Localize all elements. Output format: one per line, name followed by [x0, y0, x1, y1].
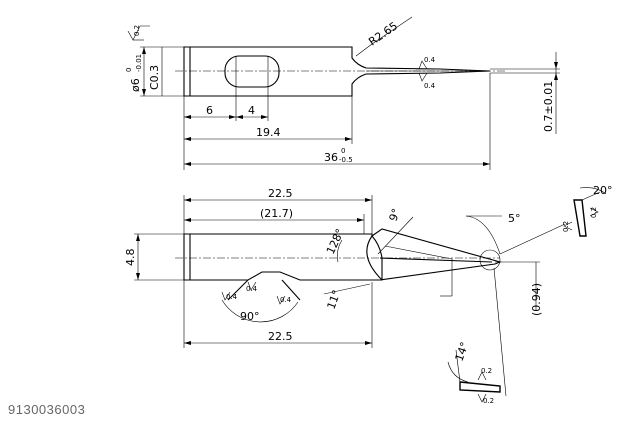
arrow [236, 115, 243, 119]
detail-top-leader [499, 223, 566, 255]
roughness-notch-mid: 0.4 [246, 285, 258, 293]
front-blade-inner [384, 245, 453, 260]
arrow [365, 198, 372, 202]
roughness-symbol [477, 371, 487, 381]
arrow [184, 115, 191, 119]
angle-11: 11° [325, 288, 344, 311]
top-slot [224, 55, 280, 88]
detail-bottom-blade [459, 381, 501, 393]
detail-bottom: 14° 0.2 0.2 [447, 340, 501, 405]
roughness-symbol [247, 281, 257, 291]
detail-top: 20° 0.2 0.2 [562, 184, 613, 237]
arrow [136, 234, 140, 241]
arrow [184, 198, 191, 202]
roughness-left-value: 0.2 [133, 25, 141, 36]
top-view: ø6 0 -0.01 C0.3 0.2 R2.65 0.4 0.4 0.7±0.… [125, 16, 560, 170]
arrow [184, 218, 191, 222]
dim-slot-width: 4 [248, 104, 255, 117]
arrow [142, 89, 146, 96]
roughness-symbol [127, 25, 150, 41]
detail-bottom-arc [447, 361, 469, 383]
arrow [345, 137, 352, 141]
roughness-tip-top: 0.4 [424, 56, 436, 64]
radius-leader-ext [371, 16, 413, 45]
front-view: 0.4 0.4 0.4 90° 4.8 22.5 (21.7) 22.5 [124, 187, 566, 397]
dim-diameter-tol-upper: 0 [125, 68, 133, 72]
dim-radius: R2.65 [366, 19, 400, 48]
roughness-symbol [221, 291, 231, 301]
detail-top-angle-line [581, 191, 601, 201]
roughness-tip-bottom: 0.4 [424, 82, 436, 90]
arrow [261, 115, 268, 119]
notch-left-ext [227, 279, 249, 301]
dim-length-top: 22.5 [268, 187, 293, 200]
arrow [184, 137, 191, 141]
arrow [184, 341, 191, 345]
front-blade-outline [371, 228, 502, 281]
dim-height: 4.8 [124, 249, 137, 267]
roughness-symbol [418, 60, 428, 70]
arrow [554, 62, 558, 69]
angle-notch: 90° [240, 310, 260, 323]
arrow [229, 115, 236, 119]
radius-leader [355, 43, 373, 57]
roughness-notch-right: 0.4 [280, 296, 292, 304]
dim-total-tol-upper: 0 [341, 147, 345, 155]
detail-top-angle: 20° [593, 184, 613, 197]
arrow [136, 273, 140, 280]
dim-tip-thickness: 0.7±0.01 [542, 81, 555, 132]
front-groove-curve [366, 235, 383, 281]
roughness-symbol [276, 295, 286, 305]
detail-top-rough-1: 0.2 [590, 207, 598, 218]
dim-shank-length: 19.4 [256, 126, 281, 139]
roughness-symbol [477, 393, 487, 403]
detail-circle [479, 249, 501, 271]
roughness-symbol [563, 221, 573, 231]
angle5-arc [465, 215, 501, 255]
angle9-leader [377, 216, 414, 255]
dim-length-bottom: 22.5 [268, 330, 293, 343]
arrow [357, 218, 364, 222]
angle11-leader [323, 283, 371, 295]
dim-total-length: 36 [324, 151, 338, 164]
front-body-outline [183, 233, 383, 281]
angle-5: 5° [508, 212, 521, 225]
detail-bottom-rough-2: 0.2 [483, 397, 494, 405]
detail-bottom-angle-line [455, 349, 461, 383]
arrow [483, 162, 490, 166]
dim-length-ref: (21.7) [260, 207, 293, 220]
detail-bottom-angle: 14° [453, 340, 472, 363]
roughness-symbol [589, 207, 599, 217]
arrow [142, 47, 146, 54]
dim-tip-ref: (0.94) [530, 283, 543, 316]
detail-top-arc [579, 187, 607, 195]
angle128-arc [337, 239, 343, 263]
detail-bottom-rough-1: 0.2 [481, 367, 492, 375]
arrow [554, 73, 558, 80]
roughness-notch-left: 0.4 [226, 293, 238, 301]
angle-128: 128° [324, 227, 347, 257]
dim-total-tol-lower: -0.5 [339, 156, 353, 164]
part-number: 9130036003 [8, 402, 85, 417]
arrow [184, 162, 191, 166]
dim-diameter: ø6 [129, 78, 142, 92]
detail-top-rough-2: 0.2 [562, 221, 570, 232]
dim-chamfer: C0.3 [148, 65, 161, 90]
roughness-symbol [418, 72, 428, 82]
top-shank-outline [183, 46, 491, 97]
detail-bottom-leader [493, 267, 507, 397]
dim-diameter-tol-lower: -0.01 [135, 54, 143, 72]
dim-slot-offset: 6 [206, 104, 213, 117]
arrow [365, 341, 372, 345]
front-blade-edge [379, 257, 493, 263]
detail-top-blade [573, 199, 587, 237]
notch-angle-arc [221, 299, 299, 323]
notch-right-ext [281, 279, 301, 301]
angle-9: 9° [387, 207, 403, 223]
